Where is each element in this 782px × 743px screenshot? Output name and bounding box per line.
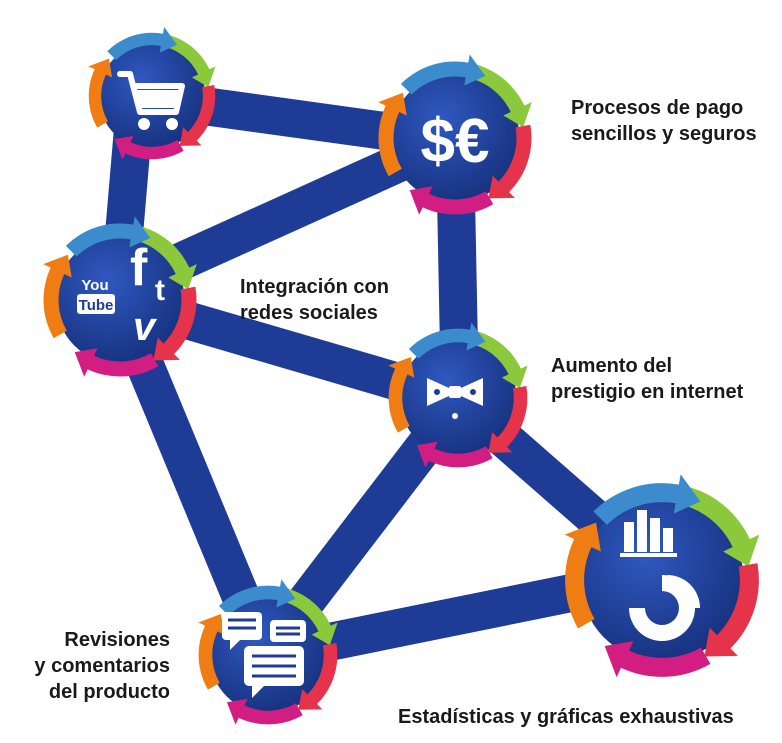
label-payment-line-1: Procesos de pago [571, 97, 744, 119]
node-payment-arrow-orange-icon [378, 92, 407, 177]
label-social-line-2: redes sociales [240, 302, 378, 324]
youtube-you-text: You [81, 277, 108, 294]
label-prestige-line-1: Aumento del [551, 355, 673, 377]
label-prestige-line-2: prestigio en internet [551, 381, 744, 403]
node-payment-arrow-red-icon [488, 124, 532, 199]
node-payment-arrow-green-icon [465, 62, 532, 128]
node-payment-arrow-magenta-icon [409, 186, 494, 215]
label-payment: Procesos de pago sencillos y seguros [571, 95, 757, 147]
bowtie-icon [427, 378, 483, 419]
node-reviews-arrow-blue-icon [218, 579, 296, 616]
node-social-arrow-magenta-icon [74, 348, 159, 377]
label-social: Integración con redes sociales [240, 274, 389, 326]
node-stats-arrow-red-icon [704, 563, 759, 657]
node-stats-arrow-blue-icon [593, 474, 701, 525]
node-cart-arrow-blue-icon [107, 27, 178, 61]
shopping-cart-icon [117, 71, 185, 130]
label-reviews-line-3: del producto [48, 681, 170, 703]
node-payment-disc [390, 73, 520, 203]
currency-symbols: $€ [421, 107, 490, 176]
node-payment-arrow-blue-icon [400, 54, 486, 95]
node-cart-arrow-orange-icon [88, 58, 113, 128]
youtube-box [77, 294, 115, 314]
currency-icon: $€ [421, 107, 490, 176]
node-social-arrow-green-icon [130, 224, 197, 290]
node-cart-arrow-red-icon [179, 85, 216, 146]
node-stats-arrow-orange-icon [564, 522, 601, 629]
label-reviews-line-2: y comentarios [34, 655, 170, 677]
node-prestige-arrow-magenta-icon [416, 441, 493, 468]
node-stats-arrow-green-icon [675, 484, 760, 567]
charts-icon [620, 510, 700, 641]
label-social-line-1: Integración con [240, 276, 389, 298]
label-stats: Estadísticas y gráficas exhaustivas [398, 704, 734, 730]
vimeo-icon: v [133, 305, 158, 349]
youtube-tube-text: Tube [79, 297, 114, 314]
label-reviews: Revisiones y comentarios del producto [34, 627, 170, 705]
social-networks-icon: You Tube f t v [77, 239, 165, 349]
speech-bubbles-icon [222, 612, 306, 698]
node-stats-arrow-magenta-icon [604, 641, 711, 678]
node-social-disc [55, 235, 185, 365]
node-prestige-arrow-green-icon [467, 329, 528, 389]
label-prestige: Aumento del prestigio en internet [551, 353, 743, 405]
node-social-arrow-red-icon [153, 286, 197, 361]
node-reviews-arrow-green-icon [277, 586, 338, 646]
tumblr-icon: t [155, 274, 165, 307]
node-reviews-arrow-orange-icon [198, 613, 225, 690]
node-reviews-arrow-red-icon [298, 642, 338, 710]
node-reviews-arrow-magenta-icon [226, 698, 303, 725]
node-social [43, 216, 197, 377]
label-stats-line-1: Estadísticas y gráficas exhaustivas [398, 706, 734, 728]
node-social-arrow-orange-icon [43, 254, 72, 339]
label-reviews-line-1: Revisiones [64, 629, 170, 651]
node-payment [378, 54, 532, 215]
node-prestige-arrow-red-icon [488, 385, 528, 453]
node-prestige-arrow-blue-icon [408, 322, 486, 359]
node-social-arrow-blue-icon [65, 216, 151, 257]
label-payment-line-2: sencillos y seguros [571, 123, 757, 145]
facebook-icon: f [130, 239, 148, 297]
node-cart-arrow-magenta-icon [114, 135, 184, 160]
node-cart-arrow-green-icon [160, 33, 216, 88]
node-prestige-arrow-orange-icon [388, 356, 415, 433]
